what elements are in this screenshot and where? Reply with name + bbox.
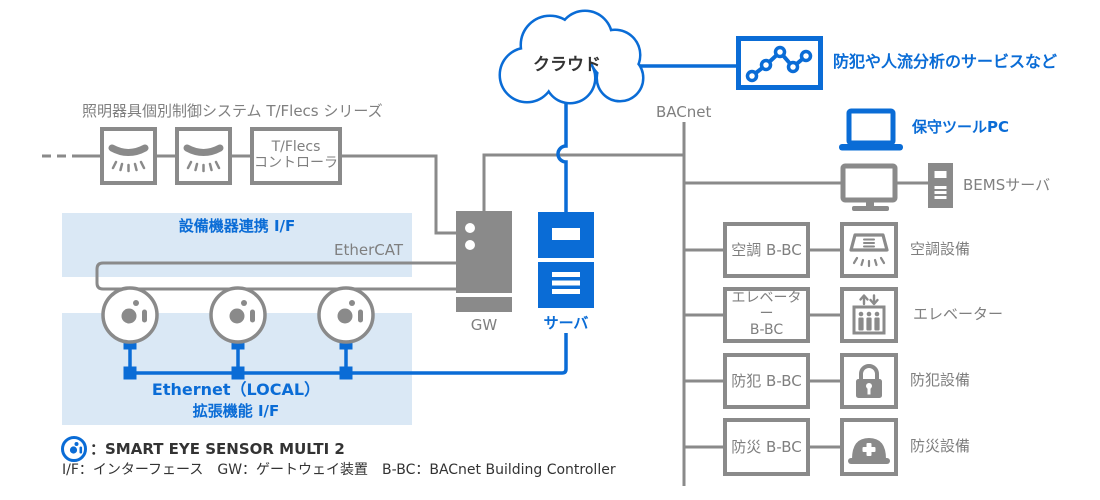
elevator-device-box [840,287,898,343]
cloud-icon [498,9,645,105]
security-bbc-box: 防犯 B-BC [723,353,810,409]
service-box [736,36,823,90]
disaster-device-box [840,418,898,476]
disaster-bbc-box: 防災 B-BC [723,418,810,476]
smart-eye-sensor-icon [209,286,267,344]
server-tower-icon [928,163,953,208]
tflecs-controller-line1: T/Flecs [271,139,321,156]
aircon-bbc-box: 空調 B-BC [723,222,810,278]
server-label: サーバ [543,314,589,332]
bacnet-label: BACnet [656,103,712,121]
smart-eye-sensor-icon [101,286,159,344]
aircon-device-label: 空調設備 [910,240,971,258]
connector-square [231,366,245,380]
maintenance-pc-label: 保守ツールPC [912,118,1010,136]
legend-sensor-label: ：SMART EYE SENSOR MULTI 2 [90,440,345,458]
disaster-bbc-label: 防災 B-BC [731,437,802,456]
downlight-icon [108,144,149,173]
safety-helmet-icon [848,438,890,464]
light-fixture-box [175,127,232,185]
elevator-bbc-line1: エレベーター [731,290,802,323]
service-label: 防犯や人流分析のサービスなど [833,52,1058,71]
aircon-device-box [840,222,898,278]
connector-square [123,366,137,380]
elevator-device-label: エレベーター [913,305,1004,323]
connector-square [339,366,353,380]
gw-to-bacnet-line [482,153,684,211]
smart-eye-sensor-icon [317,286,375,344]
laptop-icon [839,108,903,151]
security-bbc-label: 防犯 B-BC [731,371,802,390]
gw-label: GW [470,316,498,334]
extension-if-label: 拡張機能 I/F [192,402,280,420]
legend-abbreviations: I/F：インターフェース GW：ゲートウェイ装置 B-BC：BACnet Bui… [62,462,616,478]
ethercat-label: EtherCAT [334,241,403,259]
server-unit-icon [538,212,594,308]
disaster-device-label: 防災設備 [910,437,971,455]
legend-sensor-icon [61,436,87,462]
cloud-label: クラウド [533,55,601,75]
monitor-icon [840,163,898,211]
security-device-box [840,353,898,409]
aircon-bbc-label: 空調 B-BC [731,240,802,259]
equipment-if-band [62,213,412,277]
gateway-device-icon [456,211,512,312]
lighting-system-title: 照明器具個別制御システム T/Flecs シリーズ [82,102,383,120]
security-device-label: 防犯設備 [910,371,971,389]
tflecs-controller-line2: コントローラ [254,155,338,171]
equipment-if-label: 設備機器連携 I/F [178,217,296,235]
cloud-to-server-line [556,100,568,212]
elevator-bbc-line2: B-BC [749,321,784,338]
light-fixture-box [100,127,157,185]
elevator-icon [852,294,886,335]
ethernet-local-bus [130,333,568,375]
padlock-icon [856,364,882,398]
elevator-bbc-box: エレベーター B-BC [723,287,810,343]
downlight-icon [183,144,224,173]
line-chart-icon [745,45,813,83]
ethercat-loop-line [95,261,458,291]
ethernet-local-label: Ethernet（LOCAL） [151,380,321,399]
bems-server-label: BEMSサーバ [963,176,1051,194]
air-conditioner-icon [849,233,889,268]
tflecs-controller-box: T/Flecs コントローラ [250,127,342,185]
